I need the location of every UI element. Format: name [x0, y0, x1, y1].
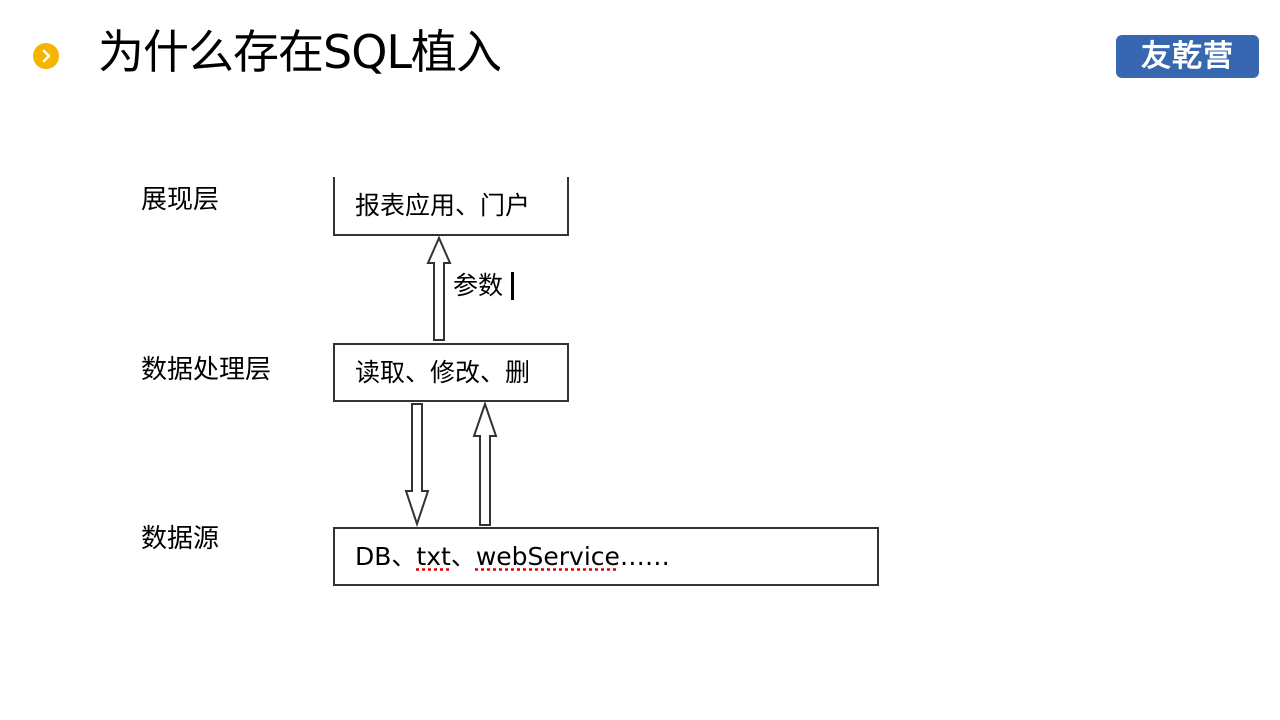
datasource-text-ellipsis: …… — [619, 541, 670, 571]
datasource-text-db: DB、 — [355, 541, 417, 571]
processing-box-text: 读取、修改、删 — [355, 357, 531, 387]
arrow-up-processing-to-presentation — [426, 235, 452, 341]
datasource-text-webservice: webService — [475, 541, 620, 571]
layer-label-processing: 数据处理层 — [141, 355, 272, 385]
presentation-box: 报表应用、门户 — [333, 177, 569, 236]
datasource-box: DB、txt、webService …… — [333, 527, 879, 586]
arrow-down-processing-to-source — [404, 403, 430, 528]
presentation-box-text: 报表应用、门户 — [355, 190, 531, 220]
brand-logo: 友乾营 — [1116, 35, 1259, 78]
datasource-text-sep: 、 — [450, 541, 476, 571]
chevron-right-icon — [42, 49, 51, 63]
datasource-text-txt: txt — [416, 541, 451, 571]
page-title: 为什么存在SQL植入 — [98, 25, 502, 79]
layer-label-datasource: 数据源 — [141, 524, 220, 554]
arrow-up-source-to-processing — [472, 400, 498, 526]
text-cursor — [511, 272, 514, 300]
param-label: 参数 — [453, 271, 504, 300]
layer-label-presentation: 展现层 — [141, 185, 220, 215]
title-bullet-icon — [33, 43, 59, 69]
processing-box: 读取、修改、删 — [333, 343, 569, 402]
